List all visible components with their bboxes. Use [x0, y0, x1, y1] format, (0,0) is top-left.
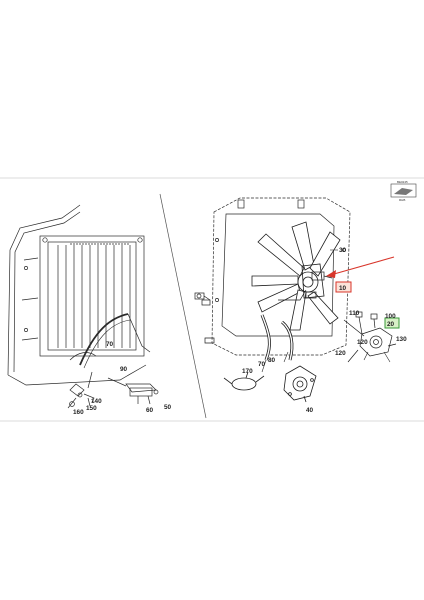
clamp-parts [67, 383, 95, 409]
callout-150: 150 [86, 405, 97, 412]
fan-drive-fittings [305, 271, 333, 299]
callout-80: 80 [268, 357, 276, 364]
cooling-fan [251, 221, 341, 331]
pointer-arrow [326, 256, 395, 278]
callout-110: 110 [349, 310, 360, 317]
engine-block-view [211, 197, 351, 356]
callout-100: 100 [385, 313, 396, 320]
thermostat-housing [283, 365, 317, 403]
callout-60: 60 [146, 407, 154, 414]
callout-10-highlight: 10 [335, 281, 352, 293]
bracket-bolts [194, 292, 215, 344]
callout-20: 20 [387, 321, 395, 328]
callout-70-left: 70 [106, 341, 114, 348]
view-divider [159, 193, 207, 419]
callout-40: 40 [306, 407, 314, 414]
callout-130: 130 [396, 336, 407, 343]
callout-160: 160 [73, 409, 84, 416]
leader-lines [261, 249, 391, 373]
radiator-frame-view [7, 204, 151, 389]
hose-clamp [223, 371, 265, 391]
corner-ref: BE0245 [397, 180, 408, 184]
callout-10: 10 [339, 285, 347, 292]
callout-70-right: 70 [258, 361, 266, 368]
thumbnail-caption: RHB [399, 198, 405, 202]
connector-parts [125, 383, 159, 405]
callout-30: 30 [339, 247, 347, 254]
callout-120-lower: 120 [335, 350, 346, 357]
callout-170: 170 [242, 368, 253, 375]
callout-20-highlight: 20 [384, 317, 400, 329]
callout-120-upper: 120 [357, 339, 368, 346]
callout-90: 90 [120, 366, 128, 373]
callout-140: 140 [91, 398, 102, 405]
solenoid-module [343, 311, 397, 363]
coolant-hoses [260, 289, 307, 361]
corner-thumbnail: BE0245 RHB [390, 180, 417, 202]
callout-50: 50 [164, 404, 172, 411]
